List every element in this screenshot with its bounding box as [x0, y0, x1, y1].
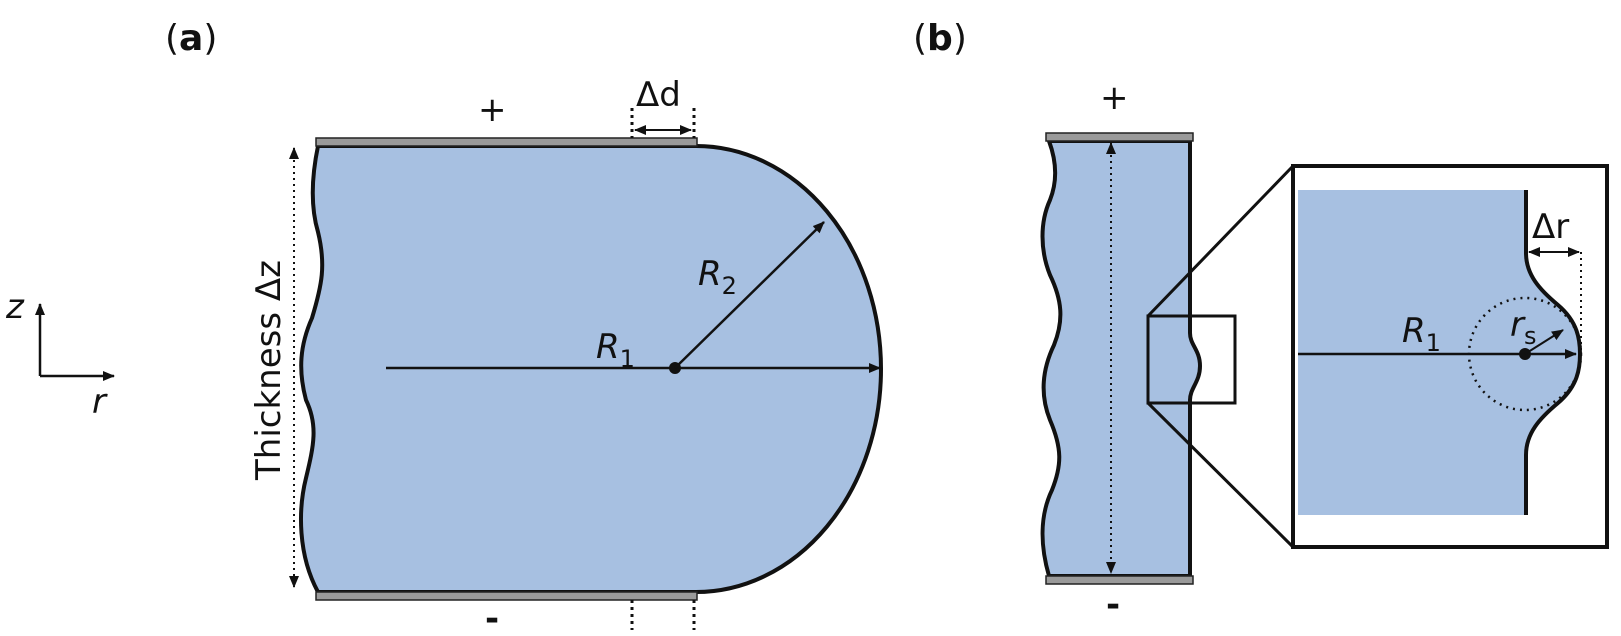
zoom-source-box: [1146, 314, 1237, 405]
zoom-line-bottom: [1146, 401, 1295, 549]
plus-sign-a: +: [478, 90, 507, 130]
r-axis-label: r: [92, 382, 108, 422]
r2-arrow: [674, 221, 825, 369]
rs-label: rs: [1510, 305, 1537, 350]
bottom-electrode-a: [315, 591, 698, 601]
r2-label: R2: [698, 254, 737, 300]
minus-sign-a: -: [485, 599, 499, 636]
minus-sign-b: -: [1106, 585, 1120, 625]
bottom-electrode-b: [1045, 575, 1194, 585]
coordinate-axes: z r: [5, 287, 115, 422]
r1-label-inset: R1: [1402, 311, 1441, 357]
inset-fluid: [1298, 190, 1580, 515]
r1-label-a: R1: [596, 327, 635, 373]
top-electrode-b: [1045, 132, 1194, 142]
thickness-label: Thickness Δz: [249, 260, 289, 481]
panel-label-b: (b): [913, 18, 967, 59]
delta-r-label: Δr: [1532, 207, 1569, 247]
plus-sign-b: +: [1100, 78, 1129, 118]
rs-arrow: [1524, 329, 1564, 355]
panel-b: + - R1 rs Δr: [1040, 78, 1609, 625]
z-axis-label: z: [5, 287, 25, 327]
panel-a: + - Thickness Δz Δd R1 R2: [249, 75, 883, 636]
fluid-column-b: [1040, 139, 1202, 578]
delta-d-label: Δd: [636, 75, 681, 115]
top-electrode-a: [315, 137, 698, 147]
panel-label-a: (a): [165, 18, 217, 59]
zoom-line-top: [1146, 164, 1295, 318]
